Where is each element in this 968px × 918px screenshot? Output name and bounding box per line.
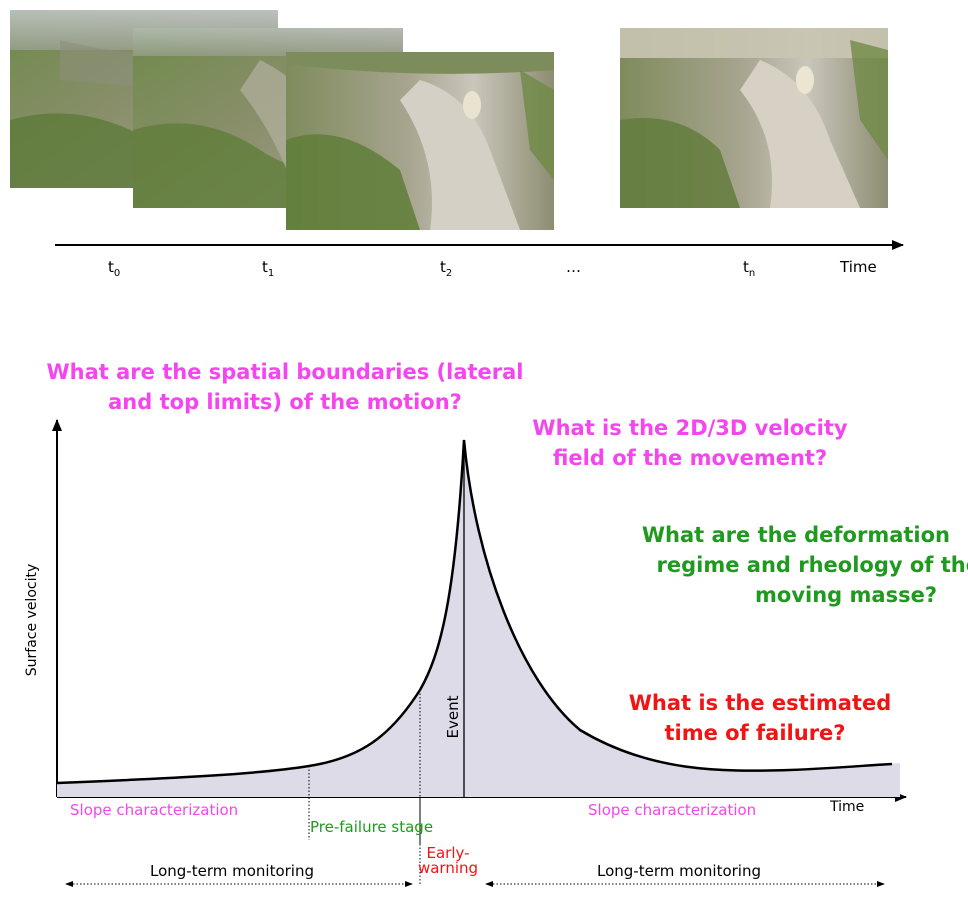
slope-characterization-left: Slope characterization — [70, 801, 239, 819]
landslide-photo-t2 — [286, 52, 554, 230]
tick-t0: t0 — [108, 258, 121, 279]
tick-t2: t2 — [440, 258, 453, 279]
question-deformation: What are the deformation regime and rheo… — [641, 523, 968, 607]
tick-ellipsis: … — [566, 258, 581, 276]
slope-characterization-right: Slope characterization — [588, 801, 757, 819]
early-warning-label: Early- warning — [417, 844, 479, 877]
x-axis-label: Time — [830, 799, 865, 815]
landslide-photo-tn — [620, 28, 888, 208]
tick-t1: t1 — [262, 258, 275, 279]
question-failure: What is the estimated time of failure? — [628, 691, 892, 745]
timeline-axis-label: Time — [840, 258, 877, 276]
tick-tn: tn — [743, 258, 756, 279]
event-label: Event — [444, 695, 462, 739]
question-spatial: What are the spatial boundaries (lateral… — [46, 360, 524, 414]
question-velocity: What is the 2D/3D velocity field of the … — [532, 416, 848, 470]
long-term-monitoring-left: Long-term monitoring — [150, 862, 314, 880]
pre-failure-stage-label: Pre-failure stage — [310, 818, 434, 836]
velocity-area — [57, 440, 900, 797]
long-term-monitoring-right: Long-term monitoring — [597, 862, 761, 880]
y-axis-label: Surface velocity — [24, 563, 40, 677]
